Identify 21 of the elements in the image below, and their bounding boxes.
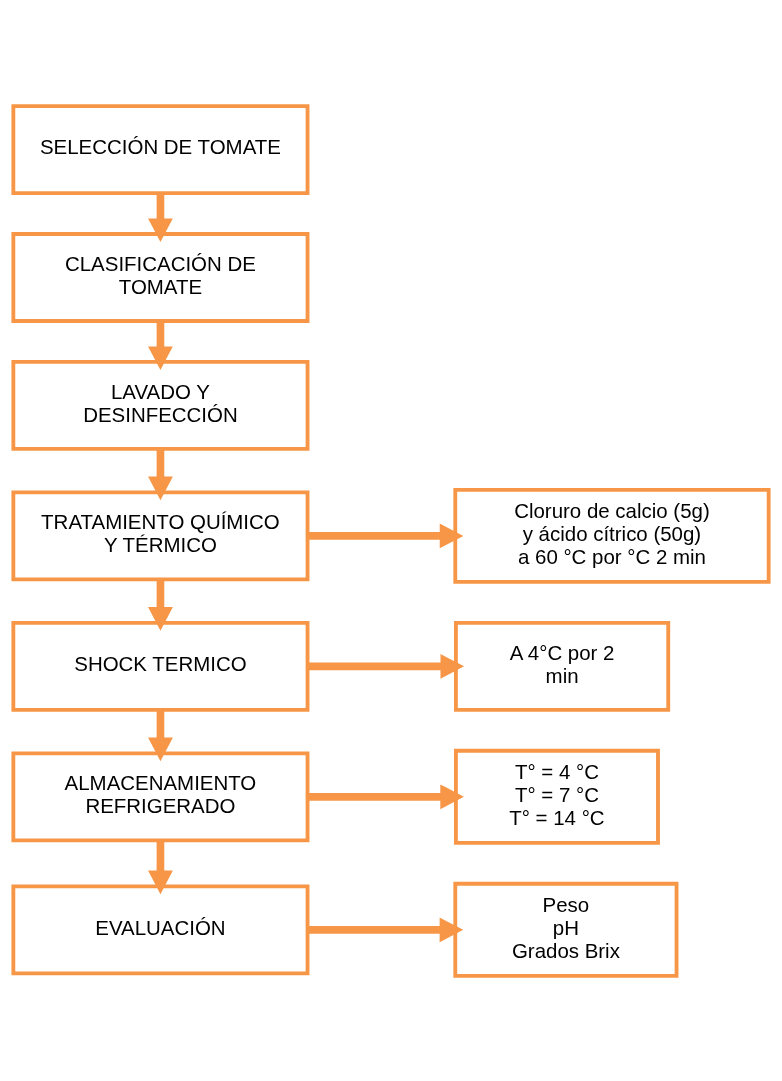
arrow — [307, 783, 464, 809]
arrow — [148, 192, 173, 242]
arrow — [148, 448, 173, 500]
node-box: T° = 4 °C T° = 7 °C T° = 14 °C — [454, 748, 660, 845]
arrow — [148, 839, 173, 894]
arrow — [148, 578, 173, 631]
arrow — [148, 320, 173, 370]
arrow — [307, 653, 465, 679]
node-box: Cloruro de calcio (5g) y ácido cítrico (50g) a 60 °C por °C 2 min — [453, 487, 771, 584]
node-box: ALMACENAMIENTO REFRIGERADO — [11, 750, 310, 842]
arrow — [148, 709, 173, 761]
node-box: A 4°C por 2 min — [454, 620, 671, 712]
node-box: SHOCK TERMICO — [11, 620, 310, 712]
arrow — [307, 916, 464, 942]
node-box: LAVADO Y DESINFECCIÓN — [11, 359, 310, 451]
node-box: CLASIFICACIÓN DE TOMATE — [11, 231, 310, 323]
node-box: EVALUACIÓN — [11, 883, 310, 975]
node-box: SELECCIÓN DE TOMATE — [11, 103, 310, 195]
node-box: Peso pH Grados Brix — [453, 881, 679, 978]
arrow — [307, 523, 464, 548]
node-box: TRATAMIENTO QUÍMICO Y TÉRMICO — [11, 489, 310, 581]
